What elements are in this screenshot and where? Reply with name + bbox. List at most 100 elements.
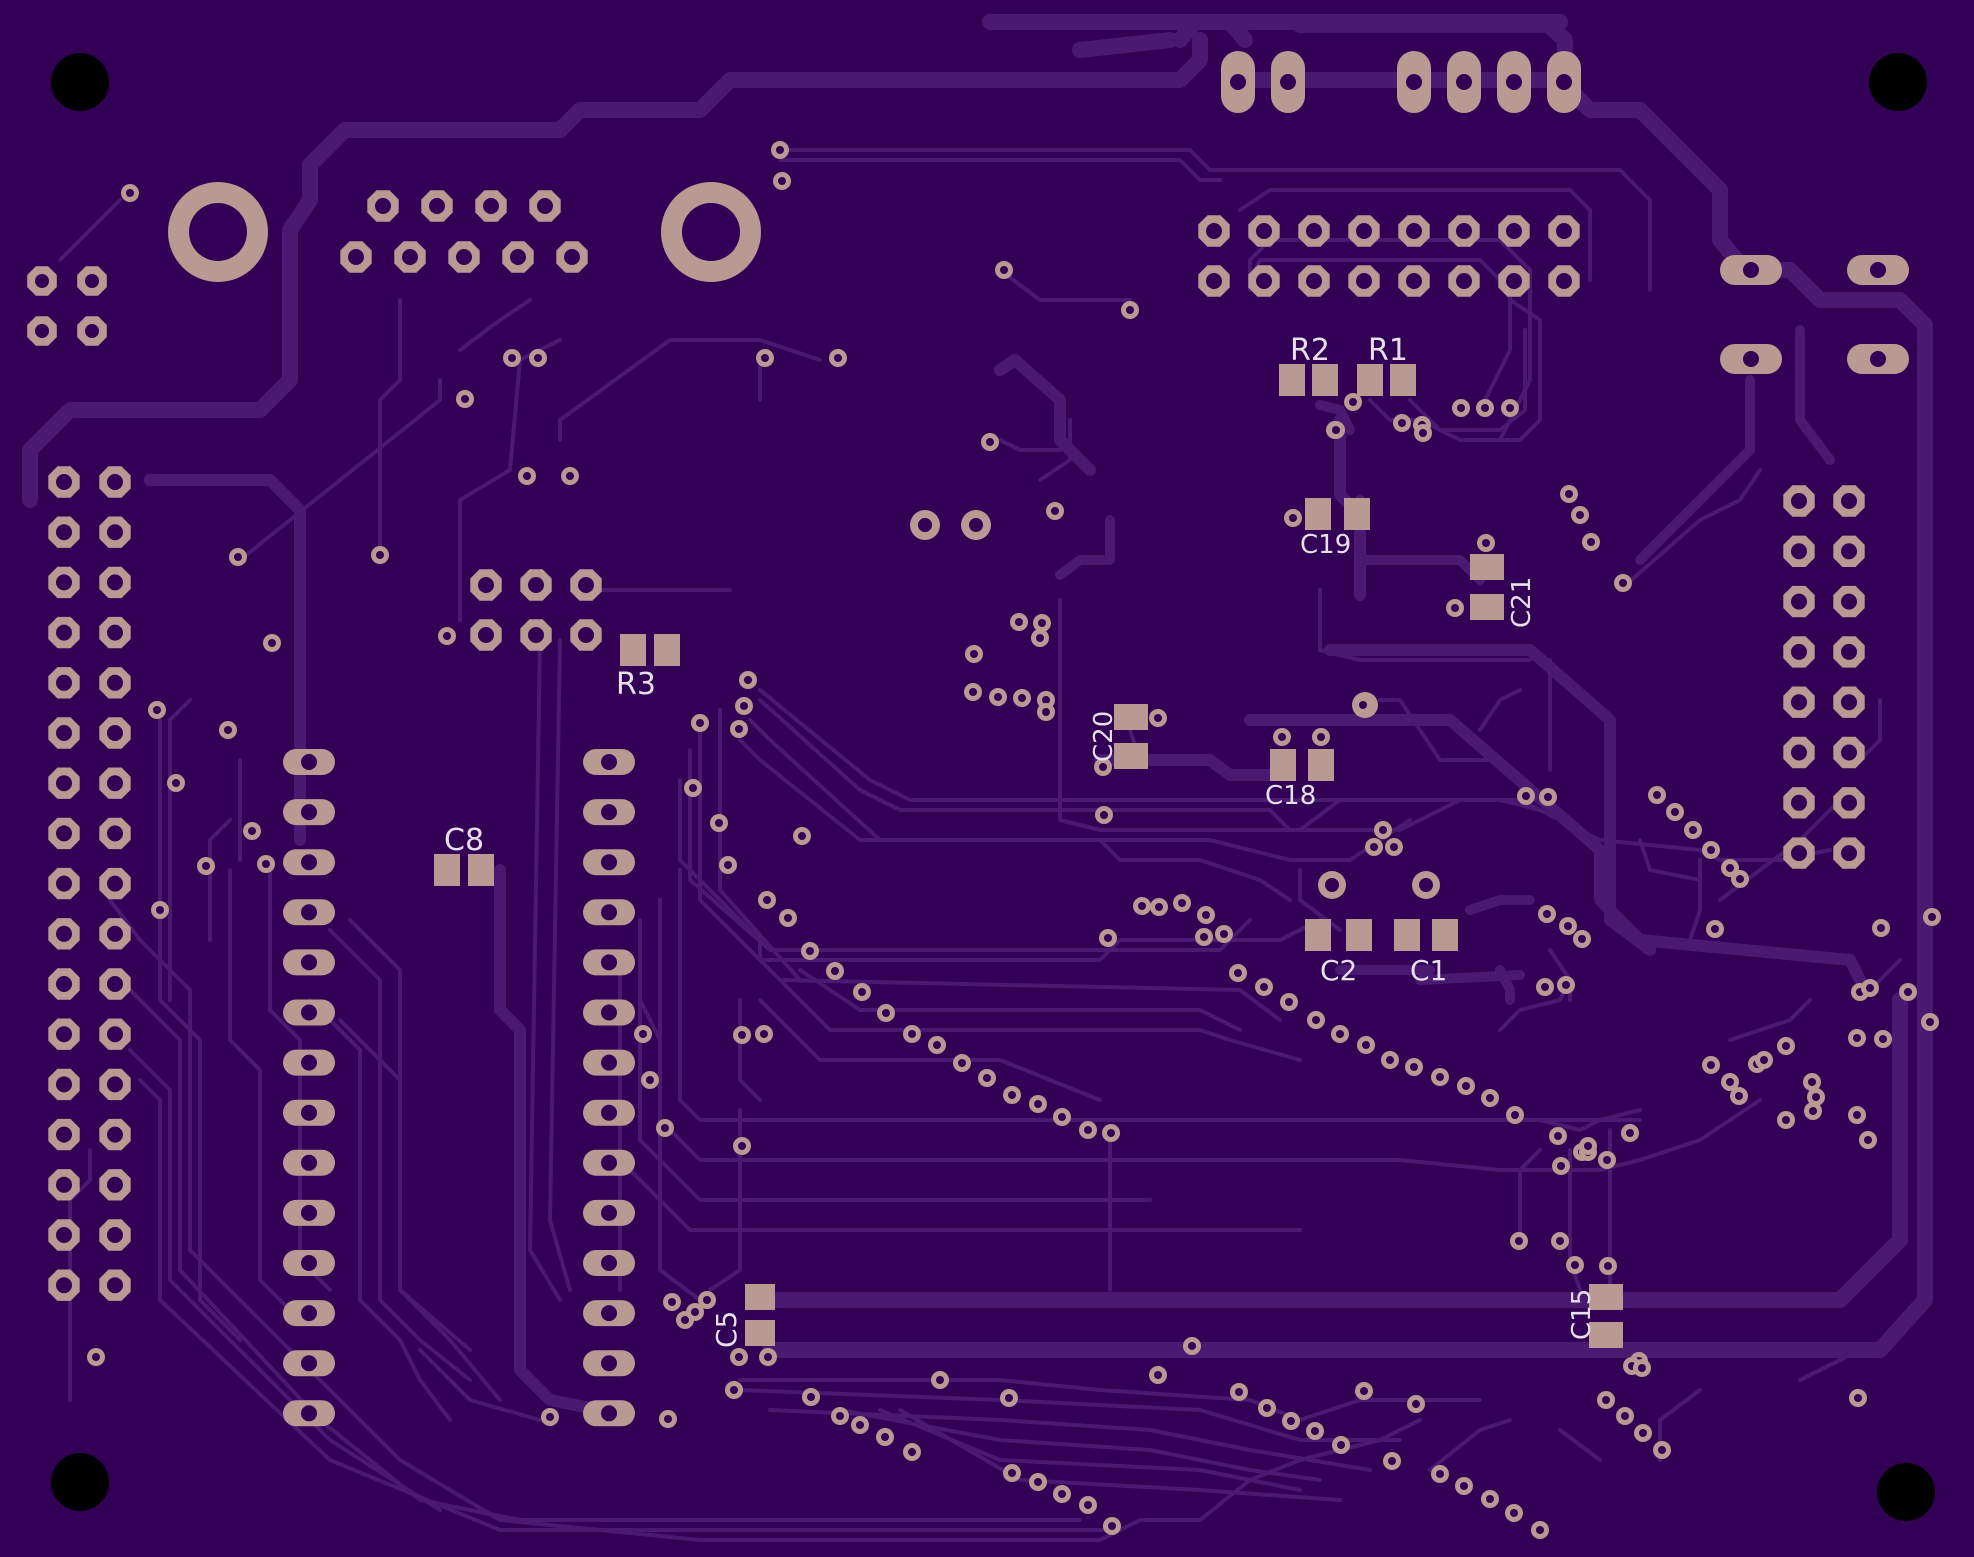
ic-pin-drill (601, 1204, 617, 1221)
ic-pin-drill (601, 1405, 617, 1422)
via-drill (668, 1298, 676, 1306)
capacitor-pad (1589, 1322, 1623, 1348)
label-c8: C8 (444, 823, 484, 858)
header-pin-drill (1791, 593, 1807, 610)
via-drill (1904, 988, 1912, 996)
via-drill (724, 861, 732, 869)
via-drill (1621, 1412, 1629, 1420)
via-drill (1602, 1396, 1610, 1404)
header-pin-drill (56, 875, 72, 892)
via-drill (1386, 1056, 1394, 1064)
via-drill (646, 1076, 654, 1084)
via-drill (1879, 1035, 1887, 1043)
via-drill (983, 1074, 991, 1082)
header-pin-drill (1306, 223, 1322, 239)
via-drill (376, 551, 384, 559)
connector-pin-drill (564, 249, 580, 265)
label-c18: C18 (1265, 781, 1316, 811)
ic-pin-drill (301, 1255, 317, 1271)
via-drill (784, 914, 792, 922)
via-drill (738, 1031, 746, 1039)
via-drill (268, 639, 276, 647)
via-drill (92, 1353, 100, 1361)
via-drill (831, 967, 839, 975)
connector-pin-drill (537, 198, 553, 214)
label-c20: C20 (1089, 711, 1119, 762)
header-pin-drill (1206, 273, 1222, 289)
via-drill (262, 860, 270, 868)
via-drill (761, 354, 769, 362)
capacitor-pad (745, 1284, 775, 1310)
via-drill (1522, 792, 1530, 800)
header-pin-drill (1506, 223, 1522, 239)
switch-pad-drill (1870, 262, 1886, 278)
switch-pad-drill (1743, 351, 1759, 367)
header-pin-drill (56, 976, 72, 992)
via-drill (172, 779, 180, 787)
header-pin-drill (107, 976, 123, 992)
via-drill (1390, 843, 1398, 851)
capacitor-pad (1305, 919, 1331, 951)
via-drill (523, 472, 531, 480)
header-pin-drill (107, 725, 123, 741)
via-drill (681, 1316, 689, 1324)
crystal-pad-drill (918, 518, 932, 532)
via-drill (1287, 1417, 1295, 1425)
via-drill (1263, 1404, 1271, 1412)
via-drill (1410, 1063, 1418, 1071)
via-drill (882, 1009, 890, 1017)
via-drill (738, 1142, 746, 1150)
via-drill (1154, 714, 1162, 722)
via-drill (1639, 1429, 1647, 1437)
via-drill (1711, 925, 1719, 933)
header-pin-drill (1841, 593, 1857, 610)
via-drill (1578, 935, 1586, 943)
header-pin-drill (107, 624, 123, 641)
capacitor-pad (1346, 919, 1372, 951)
via-drill (1486, 1495, 1494, 1503)
via-drill (994, 693, 1002, 701)
via-drill (1853, 1034, 1861, 1042)
ic-pin-drill (301, 1355, 317, 1372)
via-drill (1506, 404, 1514, 412)
header-pin-drill (1356, 273, 1372, 289)
header-pin-drill (56, 1076, 72, 1093)
resistor-pad (1279, 364, 1305, 396)
via-drill (1864, 1136, 1872, 1144)
via-drill (1554, 1132, 1562, 1140)
via-drill (1008, 1091, 1016, 1099)
via-drill (1220, 930, 1228, 938)
via-drill (798, 832, 806, 840)
via-drill (156, 906, 164, 914)
mounting-hole (51, 53, 109, 111)
via-drill (1436, 1073, 1444, 1081)
header-pin-drill (1256, 273, 1272, 289)
header-pin-drill (56, 1176, 72, 1193)
via-drill (1370, 843, 1378, 851)
header-pin-drill (1841, 493, 1857, 509)
header-pin-drill (478, 627, 494, 643)
ic-pin-drill (601, 1004, 617, 1021)
via-drill (1877, 924, 1885, 932)
via-drill (1707, 1061, 1715, 1069)
via-drill (566, 472, 574, 480)
via-drill (760, 1030, 768, 1038)
header-pin-drill (1841, 694, 1857, 711)
header-pin-drill (56, 825, 72, 842)
header-pin-drill (107, 1277, 123, 1294)
ic-pin-drill (301, 1004, 317, 1021)
connector-pin-drill (429, 198, 445, 214)
header-pin-drill (1841, 643, 1857, 660)
label-c19: C19 (1300, 530, 1351, 560)
via-drill (1707, 846, 1715, 854)
via-drill (1782, 1042, 1790, 1050)
power-connector-pin-drill (1406, 74, 1422, 90)
header-pin-drill (56, 674, 72, 691)
via-drill (1726, 864, 1734, 872)
header-pin-drill (107, 674, 123, 691)
ic-pin-drill (301, 804, 317, 821)
capacitor-pad (1432, 919, 1458, 951)
dsub-mount-hole-drill (189, 203, 247, 261)
via-drill (1388, 1457, 1396, 1465)
dsub-mount-hole-drill (682, 203, 740, 261)
